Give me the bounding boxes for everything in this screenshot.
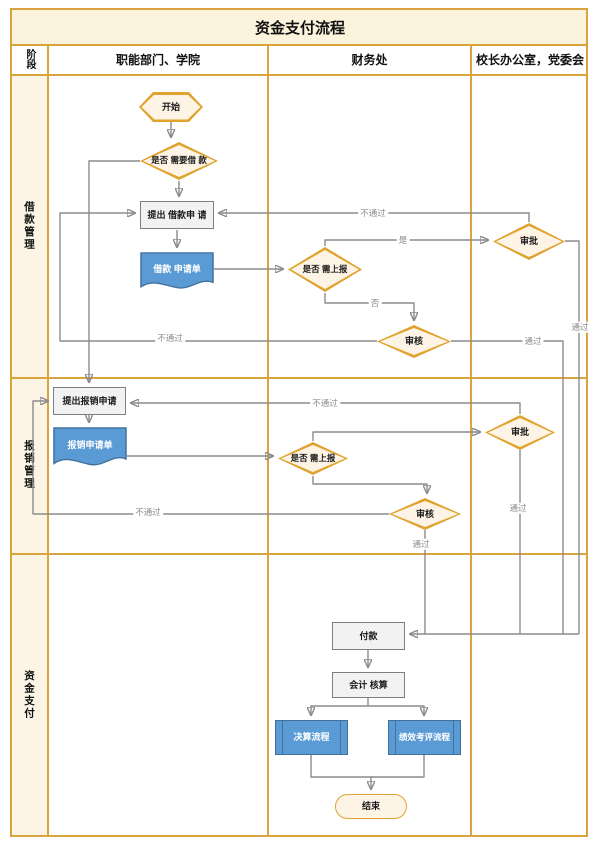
stage-column-border xyxy=(47,44,49,837)
edge-label-fail-review1: 不通过 xyxy=(155,332,185,344)
lane1-border xyxy=(267,44,269,837)
stage-column-header: 阶段 xyxy=(24,49,35,69)
edge-label-pass-review2: 通过 xyxy=(410,538,432,550)
stage-label-loan-management: 借款管理 xyxy=(23,200,35,251)
title-separator-line xyxy=(10,44,588,46)
document-shape xyxy=(53,427,127,466)
subprocess-final-accounts: 决算流程 xyxy=(275,720,348,755)
header-separator-line xyxy=(10,74,588,76)
edge-label-pass-approve2: 通过 xyxy=(507,502,529,514)
decision-review-1: 审核 xyxy=(377,325,451,358)
decision-review-2: 审核 xyxy=(389,498,461,530)
stage-label-fund-payment: 资金支付 xyxy=(23,670,35,720)
edge-label-pass-approve1: 通过 xyxy=(569,321,591,333)
process-submit-loan-request: 提出 借款申 请 xyxy=(140,201,214,229)
document-loan-form: 借款 申请单 xyxy=(140,252,214,292)
stage2-separator-line xyxy=(10,553,588,555)
title-row-background xyxy=(12,10,588,44)
lane-header-finance: 财务处 xyxy=(351,52,388,67)
subprocess-performance-review: 绩效考评流程 xyxy=(388,720,461,755)
process-accounting: 会计 核算 xyxy=(332,672,405,698)
document-reimburse-form: 报销申请单 xyxy=(53,427,127,469)
stage-label-reimburse-management: 报销管理 xyxy=(23,440,35,490)
decision-approve-2: 审批 xyxy=(485,415,555,450)
edge-label-yes-escalate1: 是 xyxy=(396,234,410,246)
edge-label-fail-review2: 不通过 xyxy=(133,506,163,518)
process-payment: 付款 xyxy=(332,622,405,650)
edge-label-pass-review1: 通过 xyxy=(522,335,544,347)
document-shape xyxy=(140,252,214,289)
end-node: 结束 xyxy=(335,794,407,819)
edge-label-fail-approve1: 不通过 xyxy=(358,207,388,219)
lane2-border xyxy=(470,44,472,837)
table-outer-border xyxy=(10,8,588,837)
decision-approve-1: 审批 xyxy=(493,223,565,260)
edge-label-fail-approve2: 不通过 xyxy=(310,397,340,409)
decision-need-loan: 是否 需要借 款 xyxy=(140,142,218,180)
lane-header-president-office: 校长办公室，党委会 xyxy=(475,52,584,67)
decision-need-escalate-2: 是否 需上报 xyxy=(278,442,348,475)
stage1-separator-line xyxy=(10,377,588,379)
lane-header-departments: 职能部门、学院 xyxy=(115,52,200,67)
decision-need-escalate-1: 是否 需上报 xyxy=(288,247,362,292)
start-node: 开始 xyxy=(139,92,203,122)
page-title: 资金支付流程 xyxy=(254,19,345,37)
process-submit-reimburse-request: 提出报销申请 xyxy=(53,387,126,415)
edge-label-no-escalate1: 否 xyxy=(368,297,382,309)
